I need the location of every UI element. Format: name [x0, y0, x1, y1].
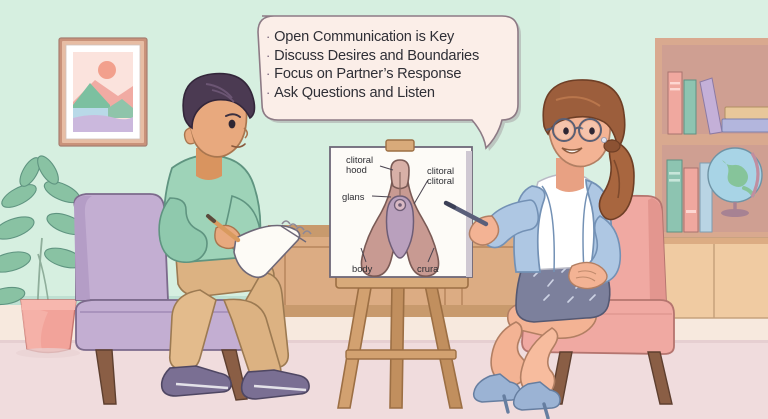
potted-plant: [0, 155, 86, 358]
client-hair: [182, 72, 256, 130]
therapist-woman: [443, 79, 635, 419]
framed-landscape-picture: [58, 37, 148, 147]
earring: [600, 136, 608, 144]
client-shoe-right: [240, 369, 310, 400]
therapist-shoe-left: [472, 373, 521, 403]
advice-speech-bubble: [257, 15, 521, 151]
therapist-hand-lap: [568, 261, 608, 290]
books-top-shelf: [667, 71, 723, 135]
client-shoe-left: [160, 365, 232, 397]
books-bottom-shelf: [666, 159, 713, 233]
client-pencil: [206, 214, 241, 243]
picture-sun: [98, 61, 116, 79]
leader-hood: [379, 165, 394, 171]
therapist-ponytail: [598, 139, 635, 221]
glasses: [545, 118, 602, 142]
client-eye: [228, 119, 236, 129]
client-notepad: [233, 220, 312, 279]
leader-crura: [427, 247, 435, 263]
picture-foreground: [73, 115, 133, 132]
client-man: [158, 72, 312, 400]
books-stacked: [721, 106, 768, 133]
globe: [707, 147, 763, 217]
clitoral-anatomy-diagram: [329, 139, 473, 278]
picture-mountain-green: [73, 83, 110, 112]
leader-clitoral: [413, 179, 429, 205]
leader-glans: [371, 195, 392, 198]
picture-water: [73, 108, 133, 118]
anatomy-inner: [385, 195, 415, 259]
bookshelf: [654, 38, 768, 319]
therapist-shoe-right: [512, 381, 561, 411]
leader-body: [360, 247, 367, 263]
bookshelf-cabinet: [654, 237, 768, 319]
